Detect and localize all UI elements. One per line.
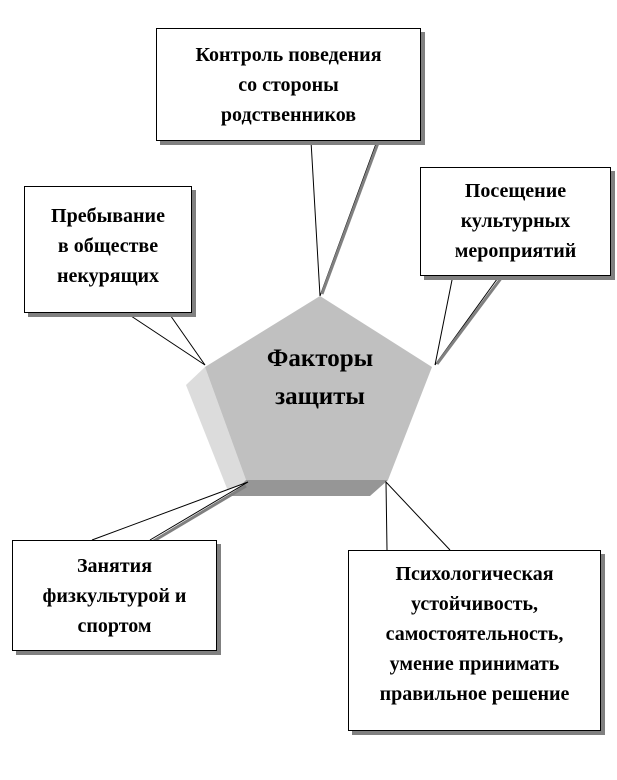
pointer-top <box>310 140 378 297</box>
pointer-bottom-left <box>91 481 249 541</box>
pointer-bottom-right <box>385 480 451 551</box>
factor-box-family-control: Контроль поведения со стороны родственни… <box>156 28 421 141</box>
callout-pointers <box>91 140 504 551</box>
factor-box-culture: Посещение культурных мероприятий <box>420 167 611 276</box>
pentagon-shape <box>186 296 432 496</box>
pointer-left <box>124 311 206 366</box>
factor-box-sport: Занятия физкультурой и спортом <box>12 540 217 651</box>
center-label: Факторы защиты <box>266 345 374 410</box>
factor-box-psychology: Психологическая устойчивость, самостояте… <box>348 550 601 731</box>
factor-box-non-smokers: Пребывание в обществе некурящих <box>24 186 192 313</box>
